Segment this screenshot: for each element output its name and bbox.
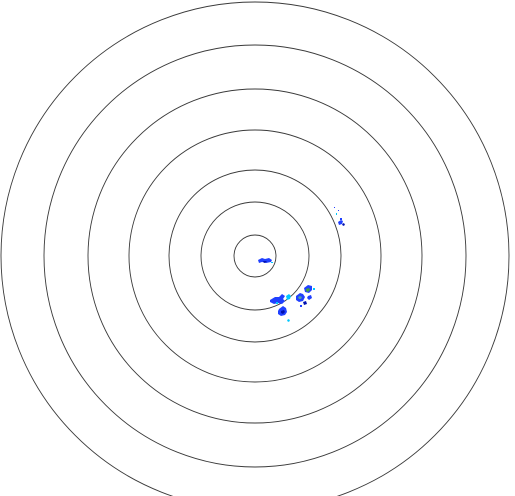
echo-pixel <box>313 288 315 290</box>
precipitation-echoes <box>258 207 345 322</box>
range-ring <box>233 234 277 278</box>
echo-pixel <box>340 218 342 220</box>
echo-blob <box>281 310 285 314</box>
echo-blob <box>307 295 312 300</box>
echo-blob <box>286 294 291 300</box>
echo-blob <box>263 261 267 263</box>
echo-blob <box>303 301 307 305</box>
echo-blob <box>258 258 272 263</box>
echo-blob <box>287 319 290 322</box>
southeast-echo-main <box>270 294 291 322</box>
echo-pixel <box>338 210 339 211</box>
range-ring <box>43 44 467 468</box>
echo-pixel <box>334 207 335 208</box>
echo-blob <box>270 294 285 304</box>
echo-blob <box>298 296 302 299</box>
southeast-echo-east <box>296 285 315 307</box>
echo-blob <box>338 220 343 225</box>
echo-blob <box>342 223 345 226</box>
range-ring <box>168 169 342 343</box>
echo-pixel <box>300 305 302 307</box>
east-echo-small <box>334 207 345 226</box>
center-echo <box>258 258 273 263</box>
echo-pixel <box>276 302 278 304</box>
range-ring <box>87 88 423 424</box>
echo-pixel <box>271 262 273 263</box>
range-ring <box>200 201 310 311</box>
range-ring <box>128 129 382 383</box>
echo-blob <box>306 288 310 292</box>
echo-pixel <box>336 213 337 215</box>
